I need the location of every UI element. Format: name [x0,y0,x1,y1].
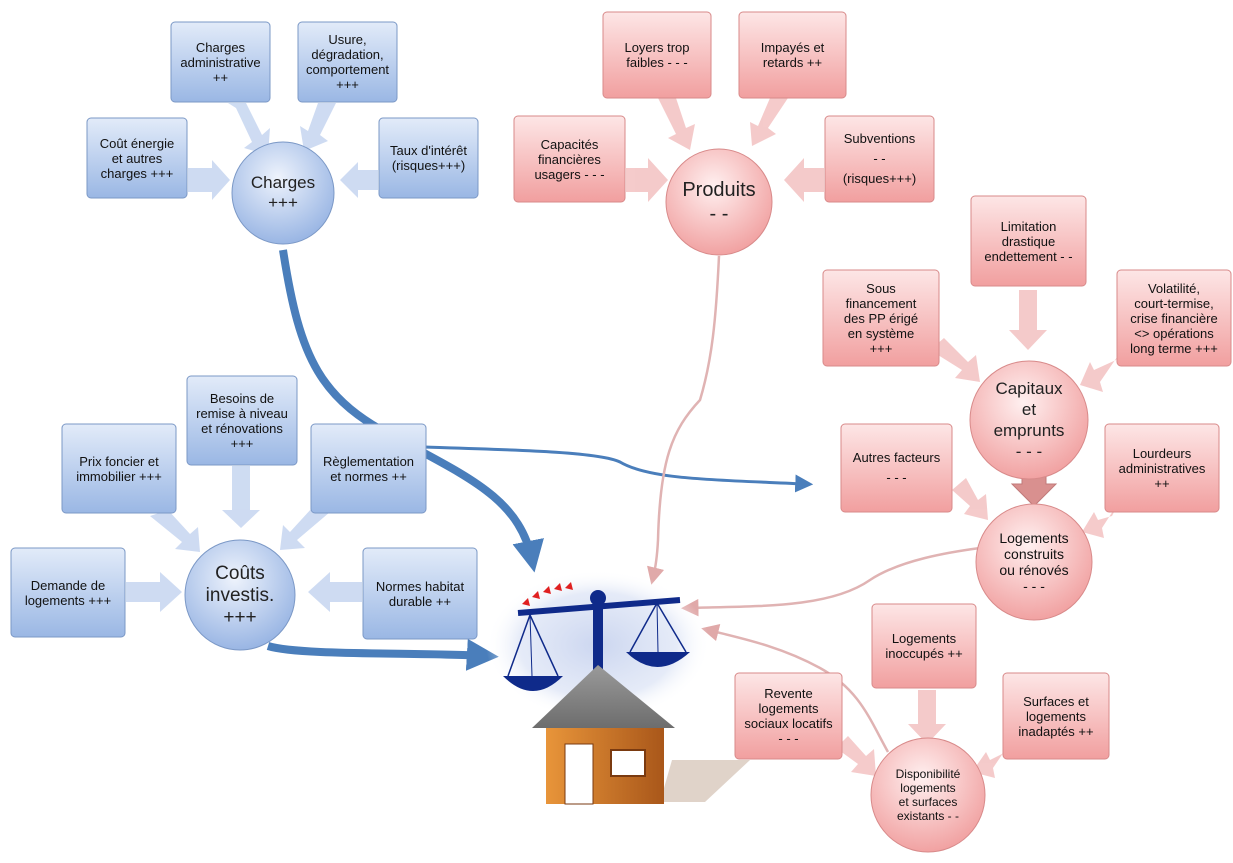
box-volatilite [1116,269,1232,367]
box-reglementation [310,423,427,514]
produits-to-balance-curve [647,255,721,585]
circles [184,141,1093,853]
box-demande [10,547,126,638]
circle-logements-construits [975,503,1093,621]
box-sous-financement [822,269,940,367]
logements-to-balance-curve [681,546,981,617]
disponibilite-to-balance-curve [701,624,890,753]
box-normes-habitat [362,547,478,640]
box-cout-energie [86,117,188,199]
balance-house-illustration [486,570,750,805]
box-charges-admin [170,21,271,103]
box-subventions [824,115,935,203]
box-capacites [513,115,626,203]
box-lourdeurs [1104,423,1220,513]
house-roof [532,665,675,728]
box-impayes [738,11,847,99]
box-besoins [186,375,298,466]
box-surfaces [1002,672,1110,760]
box-logements-inoccupes [871,603,977,689]
box-limitation [970,195,1087,287]
house-door [564,743,594,805]
box-usure [297,21,398,103]
feeder-arrows-red [626,98,1126,778]
house-wall [546,728,664,804]
box-taux-interet [378,117,479,199]
circle-charges [231,141,335,245]
box-revente [734,672,843,760]
red-boxes [513,11,1232,760]
blue-boxes [10,21,479,640]
box-autres-facteurs [840,423,953,513]
circle-disponibilite [870,737,986,853]
house-window [610,749,646,777]
feeder-arrows-blue [126,103,378,612]
reglementation-to-autres-arrow [424,445,814,493]
box-prix-foncier [61,423,177,514]
couts-to-balance-arrow [266,638,499,671]
circle-capitaux [969,360,1089,480]
red-arc-marks [522,582,573,606]
circle-couts-investis [184,539,296,651]
box-loyers [602,11,712,99]
circle-produits [665,148,773,256]
